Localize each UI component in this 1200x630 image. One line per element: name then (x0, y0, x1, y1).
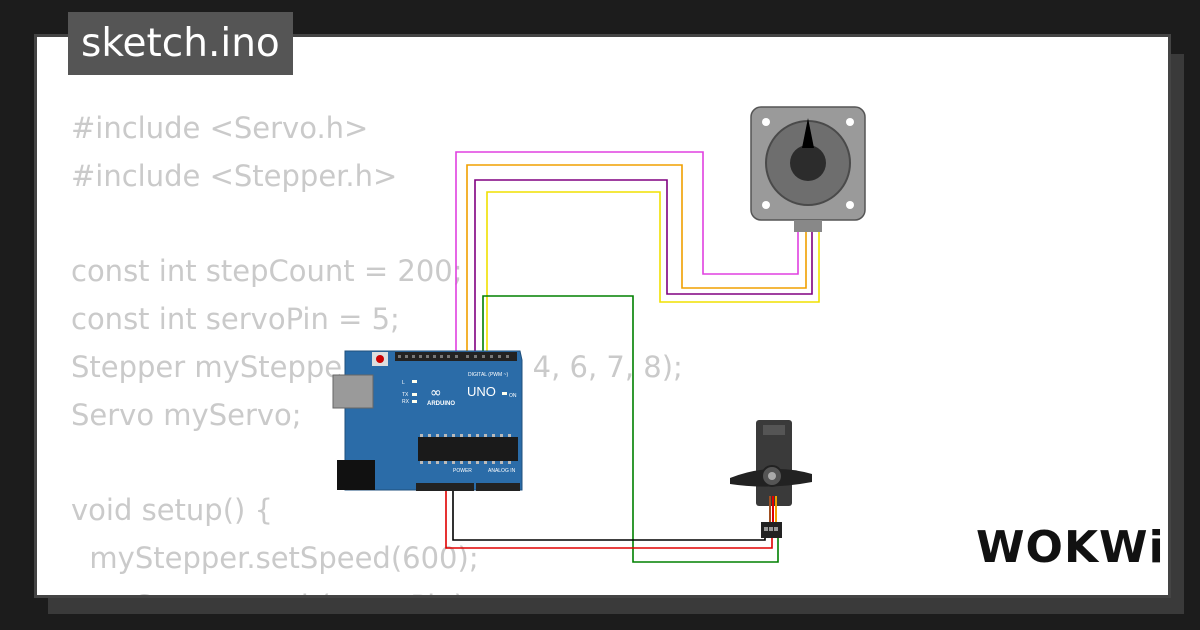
l-led-label: L (402, 380, 405, 386)
mount-hole (762, 201, 770, 209)
mount-hole (762, 118, 770, 126)
rx-led-label: RX (402, 399, 410, 405)
code-line: const int stepCount = 200; (71, 254, 463, 289)
mount-hole (846, 201, 854, 209)
code-line: myServo.attach(servoPin); (71, 583, 683, 595)
analog-label: ANALOG IN (488, 468, 516, 474)
code-editor: #include <Servo.h> #include <Stepper.h> co… (71, 105, 683, 595)
code-line: void setup() { (71, 493, 273, 528)
mount-hole (846, 118, 854, 126)
stepper-wires (455, 151, 820, 355)
arduino-uno-board[interactable]: DIGITAL (PWM ~) ∞ UNO ARDUINO L TX RX ON (332, 350, 523, 491)
file-title-tab[interactable]: sketch.ino (68, 12, 293, 75)
wire-magenta[interactable] (455, 151, 799, 355)
wire-red[interactable] (445, 485, 773, 549)
digital-label: DIGITAL (PWM ~) (468, 372, 508, 378)
shaft-pointer-icon (802, 118, 814, 148)
power-label: POWER (453, 468, 472, 474)
wokwi-logo: WOKWi (976, 522, 1165, 573)
wire-orange[interactable] (466, 164, 807, 355)
wire-yellow[interactable] (486, 191, 820, 355)
stepper-motor[interactable] (750, 106, 866, 232)
power-header (416, 483, 474, 491)
wire-purple[interactable] (474, 179, 813, 355)
code-line: myStepper.setSpeed(600); (71, 541, 479, 576)
board-model: UNO (467, 384, 496, 399)
reset-button (376, 355, 384, 363)
power-jack (337, 460, 375, 490)
wire-black[interactable] (452, 485, 766, 541)
board-logo-text: ARDUINO (427, 401, 455, 407)
code-line: #include <Stepper.h> (71, 158, 398, 193)
servo-motor[interactable] (730, 420, 812, 538)
microcontroller-chip (418, 437, 518, 461)
on-led-label: ON (509, 393, 517, 399)
code-line: #include <Servo.h> (71, 111, 369, 145)
wire-green[interactable] (482, 295, 779, 563)
infinity-logo-icon: ∞ (430, 385, 442, 401)
preview-card: #include <Servo.h> #include <Stepper.h> co… (34, 34, 1171, 598)
analog-header (476, 483, 520, 491)
usb-port (332, 374, 374, 409)
tx-led-label: TX (402, 392, 409, 398)
code-line: const int servoPin = 5; (71, 302, 400, 337)
code-line: Servo myServo; (71, 397, 302, 432)
